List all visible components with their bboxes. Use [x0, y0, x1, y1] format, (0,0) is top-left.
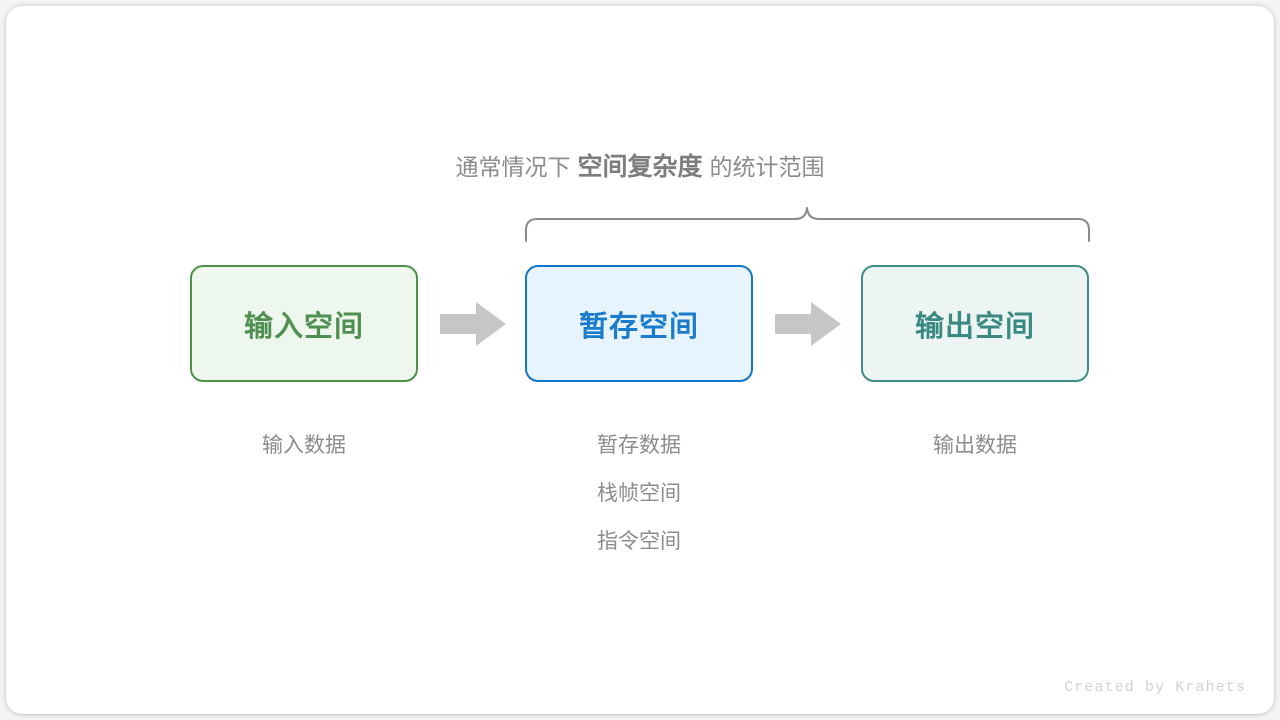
caption-group-output: 输出数据	[861, 422, 1089, 470]
footer-credit: Created by Krahets	[1064, 679, 1246, 696]
box-input-space-label: 输入空间	[243, 310, 364, 343]
caption-group-temp: 暂存数据 栈帧空间 指令空间	[525, 422, 753, 566]
caption-prefix: 通常情况下	[455, 154, 571, 180]
box-input-space[interactable]: 输入空间	[190, 265, 418, 382]
box-temp-space[interactable]: 暂存空间	[525, 265, 753, 382]
caption-group-input: 输入数据	[190, 422, 418, 470]
caption-emphasis: 空间复杂度	[577, 153, 703, 181]
arrow-right-icon	[440, 302, 506, 346]
caption-item: 输出数据	[933, 434, 1017, 457]
box-temp-space-label: 暂存空间	[578, 310, 699, 343]
caption-suffix: 的统计范围	[709, 154, 825, 180]
caption-item: 指令空间	[597, 530, 681, 553]
box-output-space[interactable]: 输出空间	[861, 265, 1089, 382]
caption-item: 输入数据	[262, 434, 346, 457]
brace-caption: 通常情况下空间复杂度的统计范围	[0, 150, 1280, 184]
arrow-right-icon	[775, 302, 841, 346]
caption-item: 栈帧空间	[597, 482, 681, 505]
caption-item: 暂存数据	[597, 434, 681, 457]
box-output-space-label: 输出空间	[914, 310, 1035, 343]
curly-brace-icon	[525, 207, 1090, 242]
